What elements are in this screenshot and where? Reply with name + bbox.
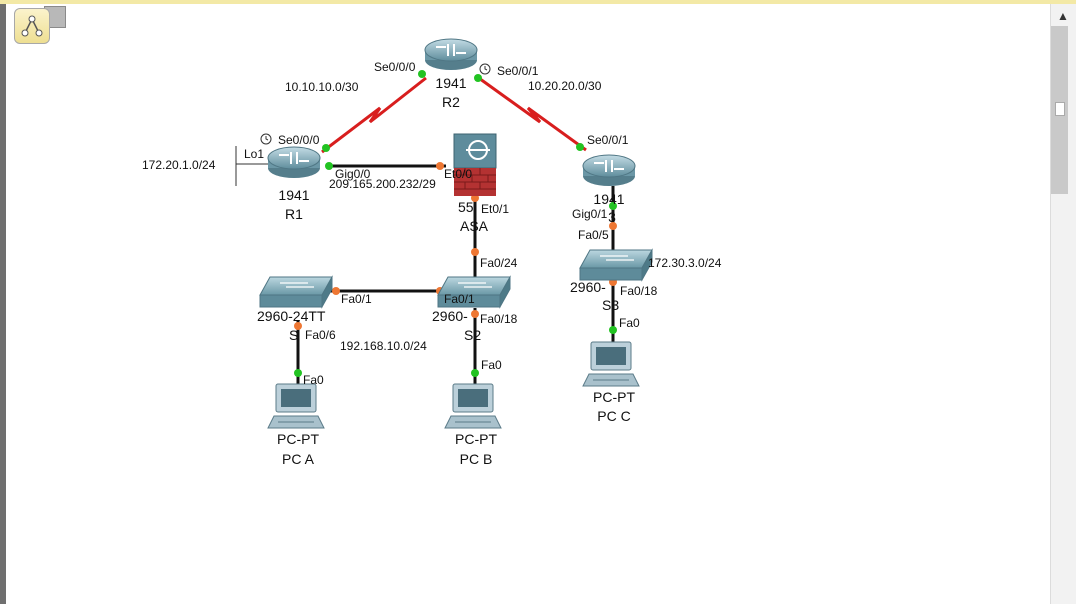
window-left-edge: [0, 4, 6, 604]
port-label: Fa0/18: [480, 312, 518, 326]
s2-model-label: 2960-: [432, 308, 468, 324]
network-label: 172.30.3.0/24: [648, 256, 722, 270]
r3-model-label: 1941: [593, 191, 624, 207]
network-label: 209.165.200.232/29: [329, 177, 436, 191]
pca-name-label: PC A: [282, 451, 315, 467]
pc-c-icon[interactable]: [582, 341, 640, 387]
port-label: Se0/0/1: [497, 64, 539, 78]
s1-name-label: S: [289, 327, 298, 343]
pc-a-icon[interactable]: [267, 383, 325, 429]
port-label: Fa0/6: [305, 328, 336, 342]
port-label: Fa0: [619, 316, 640, 330]
port-label: Fa0: [481, 358, 502, 372]
port-label: Fa0/1: [444, 292, 475, 306]
port-label: Et0/0: [444, 167, 472, 181]
router-r3-icon[interactable]: [582, 154, 636, 187]
port-label: Et0/1: [481, 202, 509, 216]
port-label: Fa0/24: [480, 256, 518, 270]
port-label: Se0/0/0: [374, 60, 416, 74]
asa-model-label: 55: [458, 199, 474, 215]
workspace-canvas[interactable]: [6, 4, 1050, 604]
link-indicators: [294, 70, 617, 377]
network-label: 192.168.10.0/24: [340, 339, 427, 353]
network-topology: 1941 R2 1941 R1 1941 3 55 ASA 2960-24TT …: [142, 38, 722, 467]
scroll-up-arrow-icon[interactable]: ▲: [1057, 9, 1069, 23]
r1-name-label: R1: [285, 206, 303, 222]
serial-link-r2-r3[interactable]: [475, 74, 587, 152]
pcc-name-label: PC C: [597, 408, 630, 424]
s1-model-label: 2960-24TT: [257, 308, 326, 324]
r2-model-label: 1941: [435, 75, 466, 91]
port-label: Fa0/5: [578, 228, 609, 242]
serial-link-r1-r2[interactable]: [321, 76, 427, 154]
port-label: Gig0/1: [572, 207, 608, 221]
port-label: Fa0/18: [620, 284, 658, 298]
logical-view-button[interactable]: [14, 8, 50, 44]
port-label: Se0/0/0: [278, 133, 320, 147]
r2-name-label: R2: [442, 94, 460, 110]
network-graph-icon: [21, 15, 43, 37]
pcb-model-label: PC-PT: [455, 431, 497, 447]
network-label: 172.20.1.0/24: [142, 158, 216, 172]
s3-name-label: S3: [602, 297, 619, 313]
switch-s1-icon[interactable]: [259, 276, 333, 308]
s3-model-label: 2960-: [570, 279, 606, 295]
r1-model-label: 1941: [278, 187, 309, 203]
clock-icon: [479, 63, 491, 75]
pc-b-icon[interactable]: [444, 383, 502, 429]
port-label: Se0/0/1: [587, 133, 629, 147]
clock-icon: [260, 133, 272, 145]
port-label: Gig0/0: [335, 167, 371, 181]
switch-s3-icon[interactable]: [579, 249, 653, 281]
network-label: 10.10.10.0/30: [285, 80, 359, 94]
port-label: Fa0/1: [341, 292, 372, 306]
pcb-name-label: PC B: [460, 451, 493, 467]
port-label: Fa0: [303, 373, 324, 387]
router-r2-icon[interactable]: [424, 38, 478, 71]
pca-model-label: PC-PT: [277, 431, 319, 447]
port-label: Lo1: [244, 147, 264, 161]
r3-name-label: 3: [608, 209, 616, 225]
scrollbar-grip-icon: [1055, 102, 1065, 116]
router-r1-icon[interactable]: [267, 146, 321, 179]
pcc-model-label: PC-PT: [593, 389, 635, 405]
network-label: 10.20.20.0/30: [528, 79, 602, 93]
asa-firewall-icon[interactable]: [453, 133, 497, 196]
s2-name-label: S2: [464, 327, 481, 343]
asa-name-label: ASA: [460, 218, 489, 234]
